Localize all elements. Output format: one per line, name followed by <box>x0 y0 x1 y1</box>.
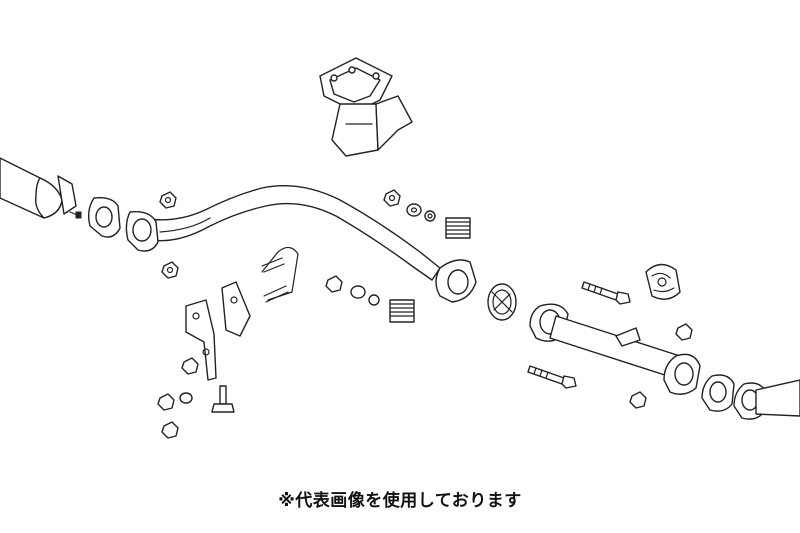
nut-center-top <box>383 189 401 207</box>
rear-middle-pipe <box>529 303 701 395</box>
rear-pipe <box>733 379 800 420</box>
u-bolt <box>261 246 299 303</box>
spring-upper <box>445 217 471 239</box>
ring-gasket <box>487 283 517 321</box>
washer-top-1 <box>406 203 422 217</box>
nut-right-2 <box>629 391 647 409</box>
exhaust-parts-diagram <box>0 57 800 439</box>
hanger-bracket <box>319 57 413 157</box>
nut-lower-3 <box>161 421 179 439</box>
front-pipe-section <box>0 157 82 219</box>
washer-lower-1 <box>179 392 193 404</box>
washer-center-lower-2 <box>368 294 380 306</box>
gasket-2 <box>701 374 735 412</box>
washer-top-2 <box>424 210 436 222</box>
nut-left-lower <box>161 261 179 279</box>
bolt-right-lower <box>527 365 577 389</box>
washer-center-lower-1 <box>350 285 366 299</box>
nut-lower-2 <box>181 357 199 375</box>
bolt-flange <box>211 385 235 413</box>
rubber-hanger <box>645 263 681 300</box>
nut-lower-1 <box>157 393 175 411</box>
bolt-right-upper <box>581 281 631 305</box>
spring-lower <box>389 299 415 323</box>
bracket-center-lower <box>221 281 251 337</box>
nut-right-1 <box>675 323 693 341</box>
disclaimer-caption: ※代表画像を使用しております <box>278 491 522 511</box>
bracket-left-lower <box>185 299 217 381</box>
center-pipe <box>125 185 477 303</box>
nut-upper-left <box>159 191 177 209</box>
nut-center-lower <box>325 275 343 293</box>
gasket-1 <box>87 196 121 238</box>
